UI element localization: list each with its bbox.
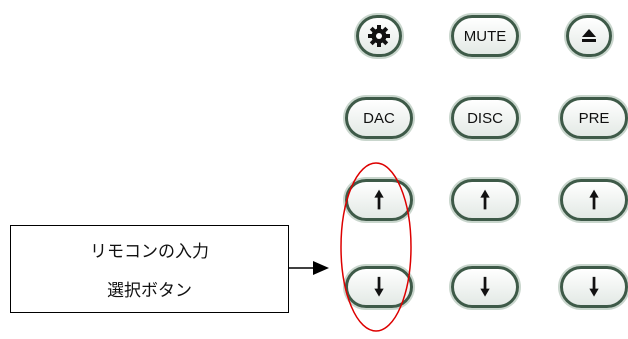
arrow-up-icon: 🠕 [373, 186, 385, 214]
annotation-callout-box: リモコンの入力 選択ボタン [10, 225, 289, 313]
pre-input-button[interactable]: PRE [560, 97, 628, 139]
disc-down-button[interactable]: 🠗 [451, 266, 519, 308]
callout-line-2: 選択ボタン [107, 281, 192, 301]
arrow-up-icon: 🠕 [588, 186, 600, 214]
mute-button-label: MUTE [463, 27, 507, 45]
highlight-ellipse [340, 162, 412, 332]
arrow-up-icon: 🠕 [479, 186, 491, 214]
disc-button-label: DISC [467, 109, 503, 127]
pre-button-label: PRE [578, 109, 610, 127]
pre-up-button[interactable]: 🠕 [560, 179, 628, 221]
arrow-down-icon: 🠗 [373, 273, 385, 301]
dac-button-label: DAC [363, 109, 395, 127]
pointer-arrow-head [313, 261, 329, 275]
eject-icon [582, 29, 596, 42]
input-down-button[interactable]: 🠗 [345, 266, 413, 308]
dac-input-button[interactable]: DAC [345, 97, 413, 139]
gear-icon [368, 25, 390, 47]
disc-up-button[interactable]: 🠕 [451, 179, 519, 221]
arrow-down-icon: 🠗 [588, 273, 600, 301]
arrow-down-icon: 🠗 [479, 273, 491, 301]
eject-button[interactable] [566, 15, 612, 57]
settings-button[interactable] [356, 15, 402, 57]
disc-input-button[interactable]: DISC [451, 97, 519, 139]
mute-button[interactable]: MUTE [451, 15, 519, 57]
pre-down-button[interactable]: 🠗 [560, 266, 628, 308]
callout-line-1: リモコンの入力 [90, 242, 209, 262]
